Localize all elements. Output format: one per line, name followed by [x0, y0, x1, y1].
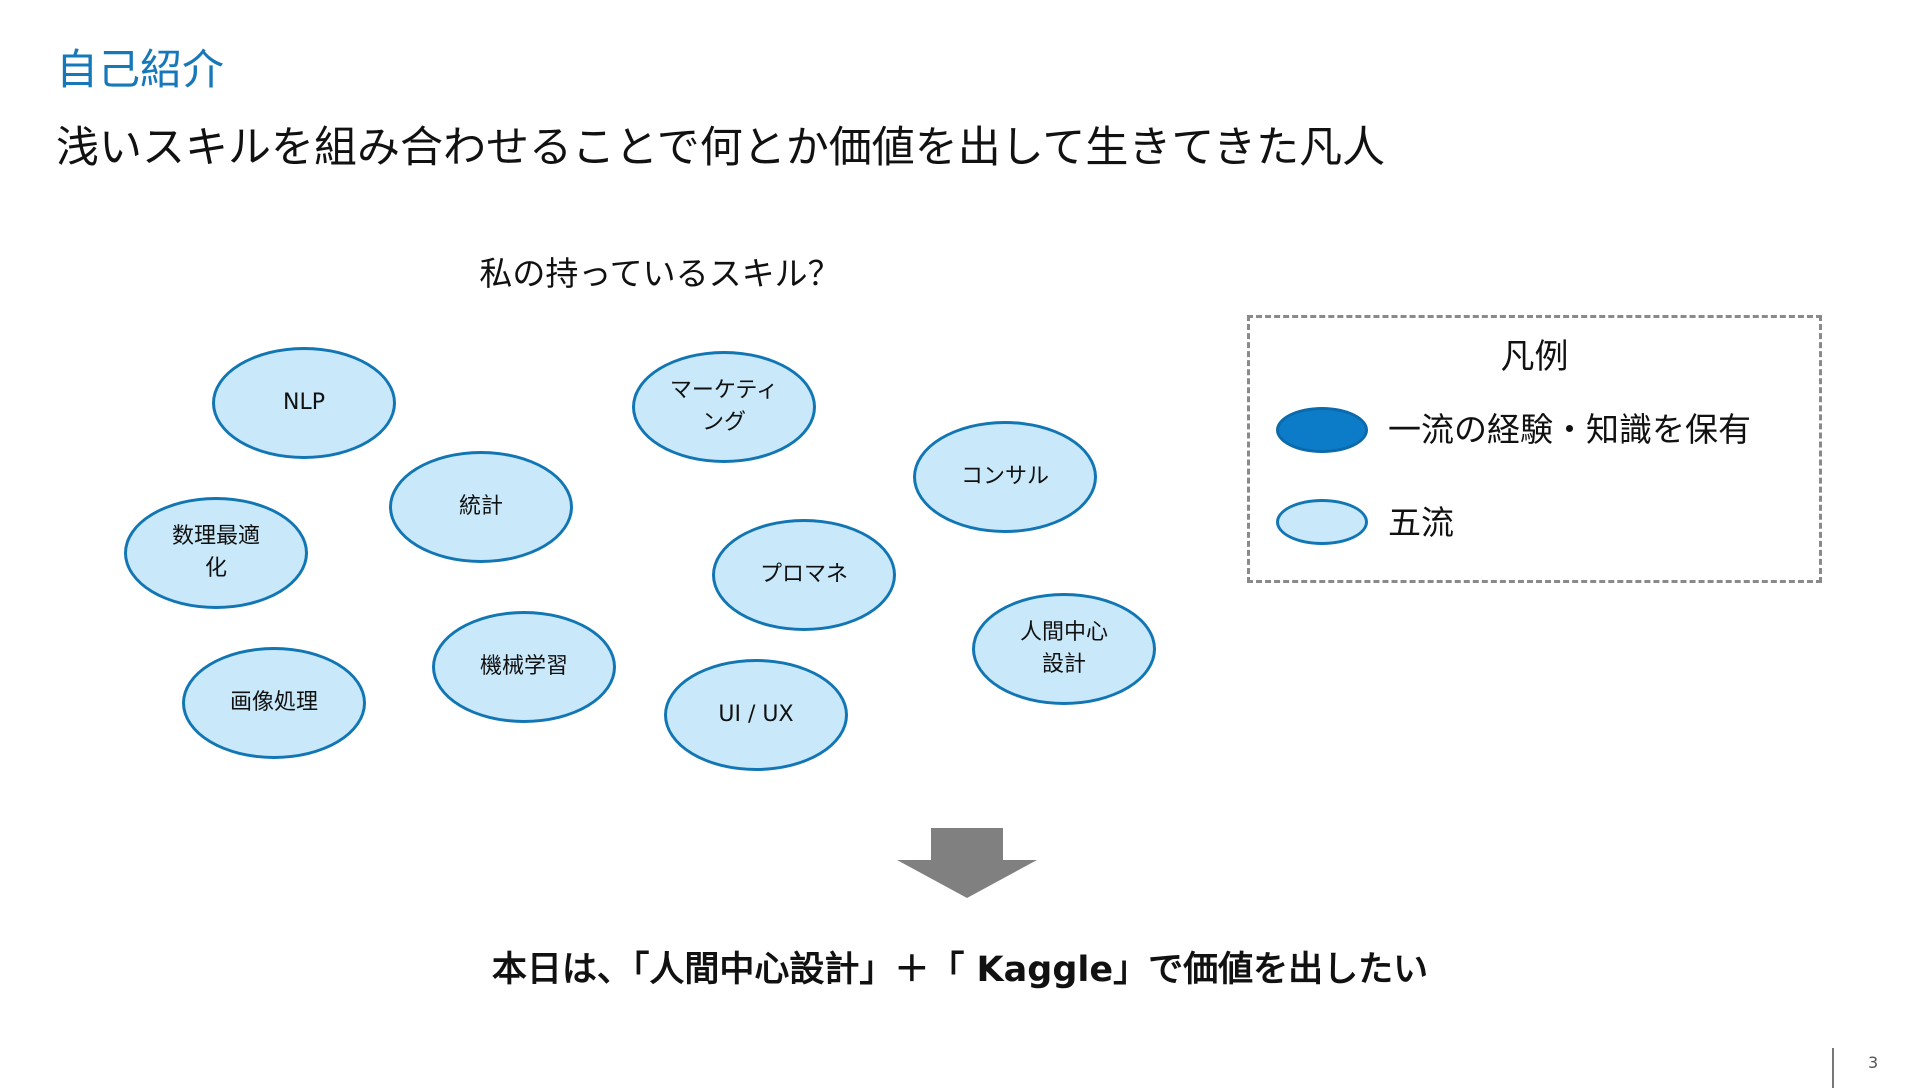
skill-bubble-image-processing: 画像処理 [182, 647, 366, 759]
skill-bubble-project-management: プロマネ [712, 519, 896, 631]
page-number: 3 [1868, 1053, 1879, 1072]
section-label: 自己紹介 [56, 45, 225, 94]
legend-box: 凡例 一流の経験・知識を保有 五流 [1247, 315, 1822, 583]
skill-label: プロマネ [759, 562, 848, 587]
skill-bubble-ui-ux: UI / UX [664, 659, 848, 771]
down-arrow-icon [897, 828, 1037, 898]
skill-bubble-machine-learning: 機械学習 [432, 611, 616, 723]
skill-label: UI / UX [718, 702, 794, 727]
legend-swatch-expert [1276, 407, 1368, 453]
legend-label-expert: 一流の経験・知識を保有 [1388, 410, 1751, 449]
skill-label: 統計 [458, 494, 503, 519]
legend-label-fifth-rate: 五流 [1388, 503, 1454, 542]
legend-swatch-fifth-rate [1276, 499, 1368, 545]
footer-divider [1832, 1048, 1834, 1088]
skill-bubble-nlp: NLP [212, 347, 396, 459]
skill-label: マーケティ ング [669, 378, 779, 435]
skill-label: 画像処理 [229, 690, 318, 715]
skill-label: コンサル [960, 464, 1049, 489]
skill-label: NLP [283, 390, 325, 415]
skill-label: 数理最適 化 [171, 524, 260, 581]
conclusion-statement: 本日は、「人間中心設計」＋「 Kaggle」で価値を出したい [491, 950, 1429, 990]
slide-headline: 浅いスキルを組み合わせることで何とか価値を出して生きてきた凡人 [56, 123, 1386, 173]
skill-bubble-marketing: マーケティ ング [632, 351, 816, 463]
legend-title: 凡例 [1500, 337, 1569, 377]
skill-label: 機械学習 [479, 654, 568, 679]
down-arrow-shape [897, 828, 1037, 898]
skill-label: 人間中心 設計 [1019, 620, 1108, 677]
skill-bubble-math-optimization: 数理最適 化 [124, 497, 308, 609]
skills-question: 私の持っているスキル？ [479, 254, 841, 293]
skill-bubble-consulting: コンサル [913, 421, 1097, 533]
skill-bubble-statistics: 統計 [389, 451, 573, 563]
skill-bubble-human-centered-design: 人間中心 設計 [972, 593, 1156, 705]
